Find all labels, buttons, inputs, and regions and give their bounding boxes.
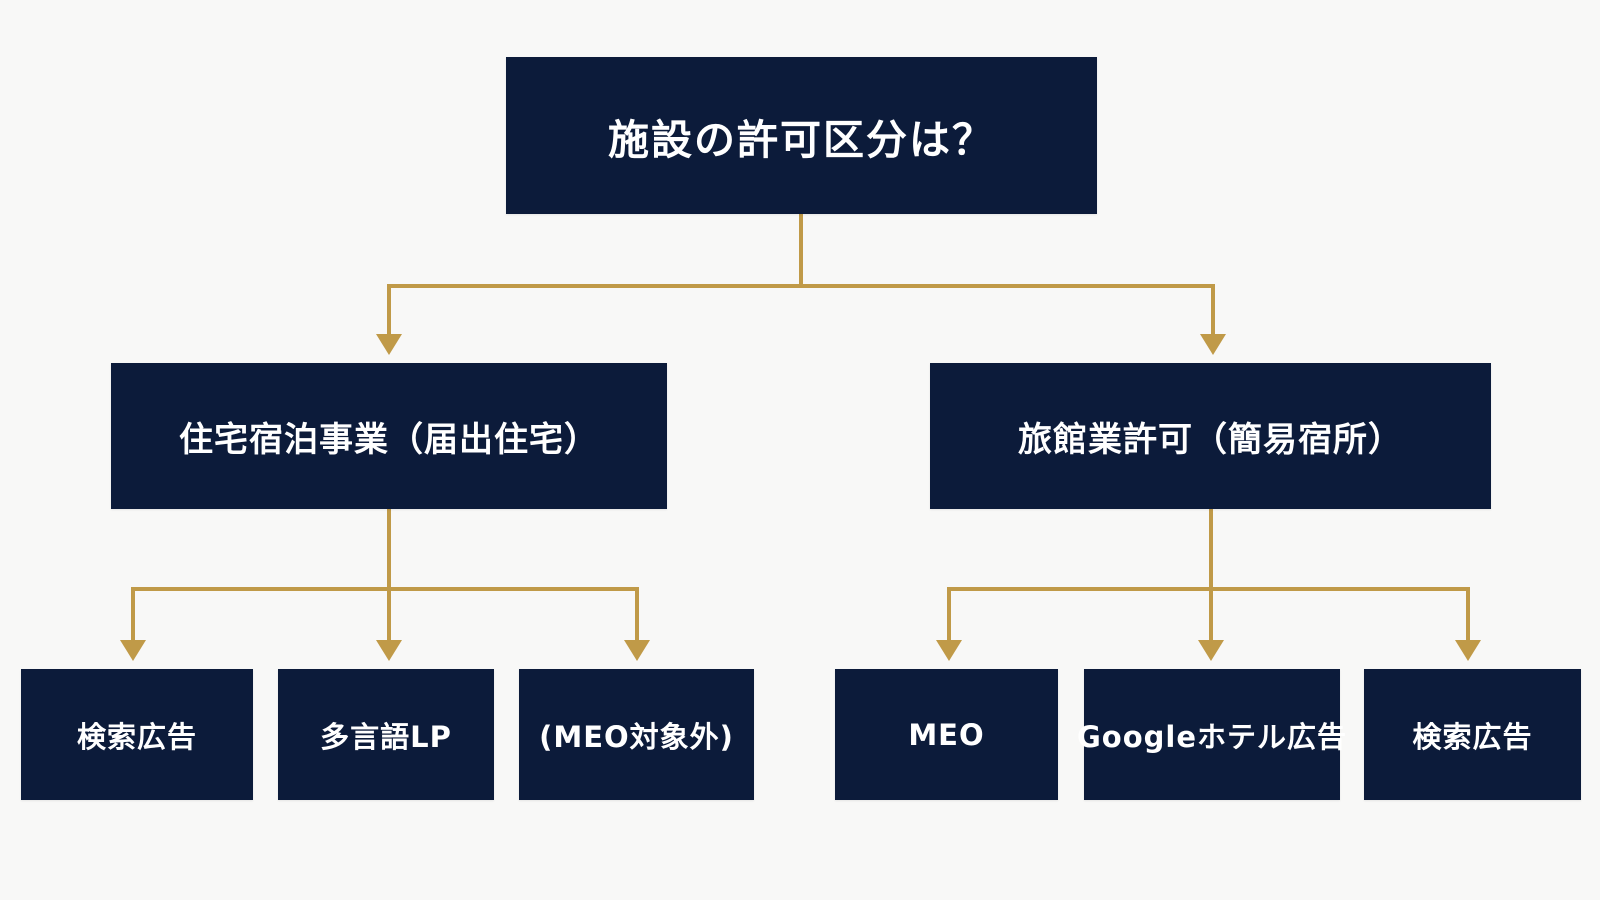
branch-node-inn-permit: 旅館業許可（簡易宿所） xyxy=(930,363,1491,509)
arrow-to-leaf-4 xyxy=(936,640,962,661)
root-question-node: 施設の許可区分は？ xyxy=(506,57,1097,214)
arrow-to-leaf-1 xyxy=(120,640,146,661)
leaf-label-search-ads-left: 検索広告 xyxy=(76,719,197,754)
leaf-node-google-hotel-ads: Googleホテル広告 xyxy=(1077,669,1346,800)
root-question-label: 施設の許可区分は？ xyxy=(608,115,995,164)
arrow-to-leaf-2 xyxy=(376,640,402,661)
leaf-label-google-hotel-ads: Googleホテル広告 xyxy=(1076,719,1348,754)
branch-node-housing-lodging: 住宅宿泊事業（届出住宅） xyxy=(111,363,667,509)
arrow-to-leaf-3 xyxy=(624,640,650,661)
leaf-node-meo: MEO xyxy=(835,669,1058,800)
leaf-label-meo: MEO xyxy=(908,717,985,752)
branch-label-inn-permit: 旅館業許可（簡易宿所） xyxy=(1018,419,1403,460)
leaf-node-search-ads-left: 検索広告 xyxy=(21,669,253,800)
arrow-to-leaf-5 xyxy=(1198,640,1224,661)
leaf-label-meo-excluded: (MEO対象外) xyxy=(539,719,734,754)
arrow-to-left-branch xyxy=(376,334,402,355)
leaf-node-search-ads-right: 検索広告 xyxy=(1364,669,1581,800)
arrow-to-right-branch xyxy=(1200,334,1226,355)
leaf-label-search-ads-right: 検索広告 xyxy=(1412,719,1533,754)
leaf-node-multilingual-lp: 多言語LP xyxy=(278,669,494,800)
leaf-node-meo-excluded: (MEO対象外) xyxy=(519,669,754,800)
arrow-to-leaf-6 xyxy=(1455,640,1481,661)
branch-label-housing-lodging: 住宅宿泊事業（届出住宅） xyxy=(179,419,599,460)
leaf-label-multilingual-lp: 多言語LP xyxy=(320,719,452,754)
